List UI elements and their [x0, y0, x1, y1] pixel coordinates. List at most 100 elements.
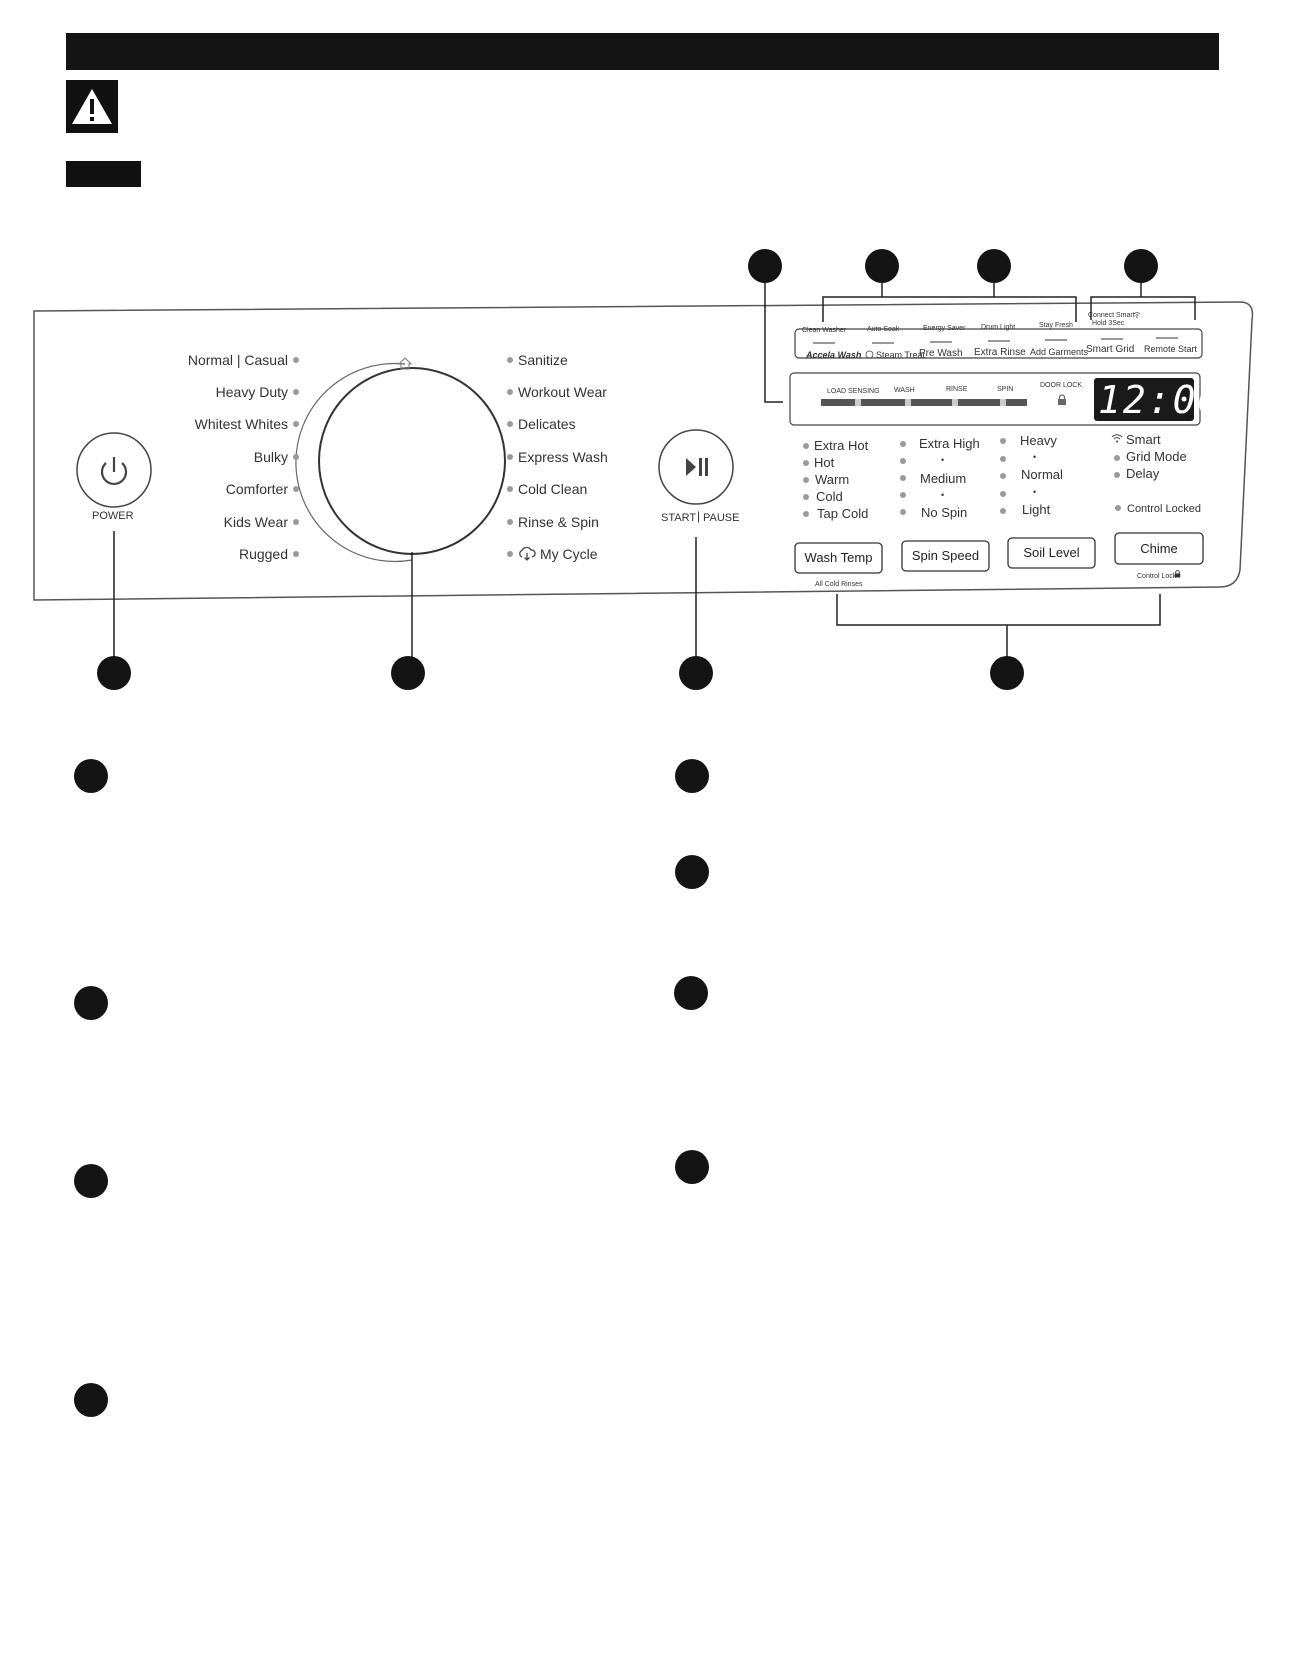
status-rinse: RINSE — [946, 386, 968, 393]
callout-marker — [675, 759, 709, 793]
all-cold-rinses-label: All Cold Rinses — [815, 581, 863, 588]
cycle-express-wash[interactable]: Express Wash — [518, 449, 608, 465]
warning-icon — [66, 80, 118, 133]
callout-marker — [391, 656, 425, 690]
option-accela-wash[interactable]: Accela Wash — [806, 350, 862, 360]
status-door-lock: DOOR LOCK — [1040, 382, 1083, 389]
callout-marker — [674, 976, 708, 1010]
status-spin: SPIN — [997, 386, 1014, 393]
option-extra-rinse[interactable]: Extra Rinse — [974, 347, 1026, 358]
cycle-workout-wear[interactable]: Workout Wear — [518, 384, 607, 400]
callout-marker — [977, 249, 1011, 283]
option-indicator — [1000, 456, 1006, 462]
option-pre-wash[interactable]: Pre Wash — [919, 348, 963, 359]
cycle-indicator — [293, 454, 299, 460]
option-indicator — [1000, 508, 1006, 514]
wash-temp-tap-cold: Tap Cold — [817, 506, 869, 521]
callout-marker — [865, 249, 899, 283]
cycle-my-cycle[interactable]: My Cycle — [540, 546, 598, 562]
start-pause-ring — [658, 429, 734, 505]
time-display: 12:00 — [1098, 378, 1223, 422]
cycle-bulky[interactable]: Bulky — [253, 449, 288, 465]
cycle-heavy-duty[interactable]: Heavy Duty — [215, 384, 288, 400]
cycle-sanitize[interactable]: Sanitize — [518, 352, 568, 368]
option-indicator — [803, 494, 809, 500]
cycle-comforter[interactable]: Comforter — [225, 481, 288, 497]
option-indicator — [900, 441, 906, 447]
option-indicator — [1115, 505, 1121, 511]
wifi-icon — [1133, 312, 1141, 318]
cycle-indicator — [507, 519, 513, 525]
cycle-indicator — [293, 551, 299, 557]
home-icon — [398, 357, 412, 370]
option-indicator — [900, 475, 906, 481]
cycle-dial-knob[interactable] — [319, 368, 505, 554]
wash-temp-hot: Hot — [814, 455, 835, 470]
power-icon — [100, 457, 128, 485]
header-bar — [66, 33, 1219, 70]
status-load-sensing: LOAD SENSING — [827, 388, 880, 395]
cycle-indicator — [507, 551, 513, 557]
cycle-indicator — [293, 486, 299, 492]
soil-level-button[interactable]: Soil Level — [1023, 545, 1080, 560]
start-pause-divider: | — [697, 509, 701, 523]
soil-level-normal: Normal — [1021, 467, 1063, 482]
option-indicator — [900, 509, 906, 515]
wash-temp-extra-hot: Extra Hot — [814, 438, 869, 453]
hold-label-auto-soak: Auto Soak — [867, 326, 900, 333]
play-pause-icon — [686, 458, 708, 476]
option-add-garments[interactable]: Add Garments — [1030, 347, 1089, 357]
cycle-normal-casual[interactable]: Normal | Casual — [187, 352, 288, 368]
status-wash: WASH — [894, 387, 915, 394]
soil-level-light: Light — [1022, 502, 1051, 517]
cycle-cold-clean[interactable]: Cold Clean — [518, 481, 588, 497]
cycle-indicator — [293, 389, 299, 395]
smart-label: Smart — [1126, 432, 1161, 447]
spin-speed-button[interactable]: Spin Speed — [911, 548, 980, 563]
grid-mode-label: Grid Mode — [1126, 449, 1187, 464]
cycle-delicates[interactable]: Delicates — [518, 416, 576, 432]
pause-label: PAUSE — [703, 512, 740, 524]
option-remote-start[interactable]: Remote Start — [1144, 344, 1198, 354]
chime-button[interactable]: Chime — [1140, 541, 1178, 556]
cycle-indicator — [507, 389, 513, 395]
cycle-rinse-spin[interactable]: Rinse & Spin — [518, 514, 599, 530]
lock-icon — [1058, 394, 1066, 405]
cycle-kids-wear[interactable]: Kids Wear — [223, 514, 288, 530]
wash-temp-cold: Cold — [816, 489, 843, 504]
cloud-download-icon — [519, 547, 536, 561]
cycle-indicator — [293, 421, 299, 427]
start-pause-button[interactable] — [659, 430, 733, 504]
cycle-whitest-whites[interactable]: Whitest Whites — [194, 416, 288, 432]
option-smart-grid[interactable]: Smart Grid — [1086, 344, 1135, 355]
callout-marker — [74, 986, 108, 1020]
wash-temp-warm: Warm — [815, 472, 850, 487]
spin-speed-step: • — [941, 490, 945, 500]
option-indicator — [803, 460, 809, 466]
control-lock-label: Control Lock — [1137, 573, 1177, 580]
callout-marker — [675, 1150, 709, 1184]
soil-level-heavy: Heavy — [1020, 433, 1057, 448]
power-button-ring — [76, 432, 152, 508]
power-button[interactable] — [77, 433, 151, 507]
hold-label-stay-fresh: Stay Fresh — [1039, 322, 1073, 329]
option-steam-treat[interactable]: Steam Treat — [876, 350, 926, 360]
cycle-indicator — [507, 454, 513, 460]
section-tab — [66, 161, 141, 187]
soil-level-step: • — [1033, 452, 1037, 462]
wash-temp-button[interactable]: Wash Temp — [804, 550, 873, 565]
callout-marker — [74, 1164, 108, 1198]
option-indicator — [900, 458, 906, 464]
spin-speed-no-spin: No Spin — [921, 505, 968, 520]
cycle-rugged[interactable]: Rugged — [238, 546, 288, 562]
callout-marker — [1124, 249, 1158, 283]
callout-marker — [74, 759, 108, 793]
spin-speed-medium: Medium — [920, 471, 967, 486]
cycle-indicator — [507, 421, 513, 427]
cycle-indicator — [507, 357, 513, 363]
power-label: POWER — [92, 510, 134, 522]
digital-display-bg — [1094, 378, 1194, 421]
option-indicator — [1000, 438, 1006, 444]
option-indicator — [1000, 491, 1006, 497]
connect-smart-label: Connect Smart — [1088, 312, 1135, 319]
